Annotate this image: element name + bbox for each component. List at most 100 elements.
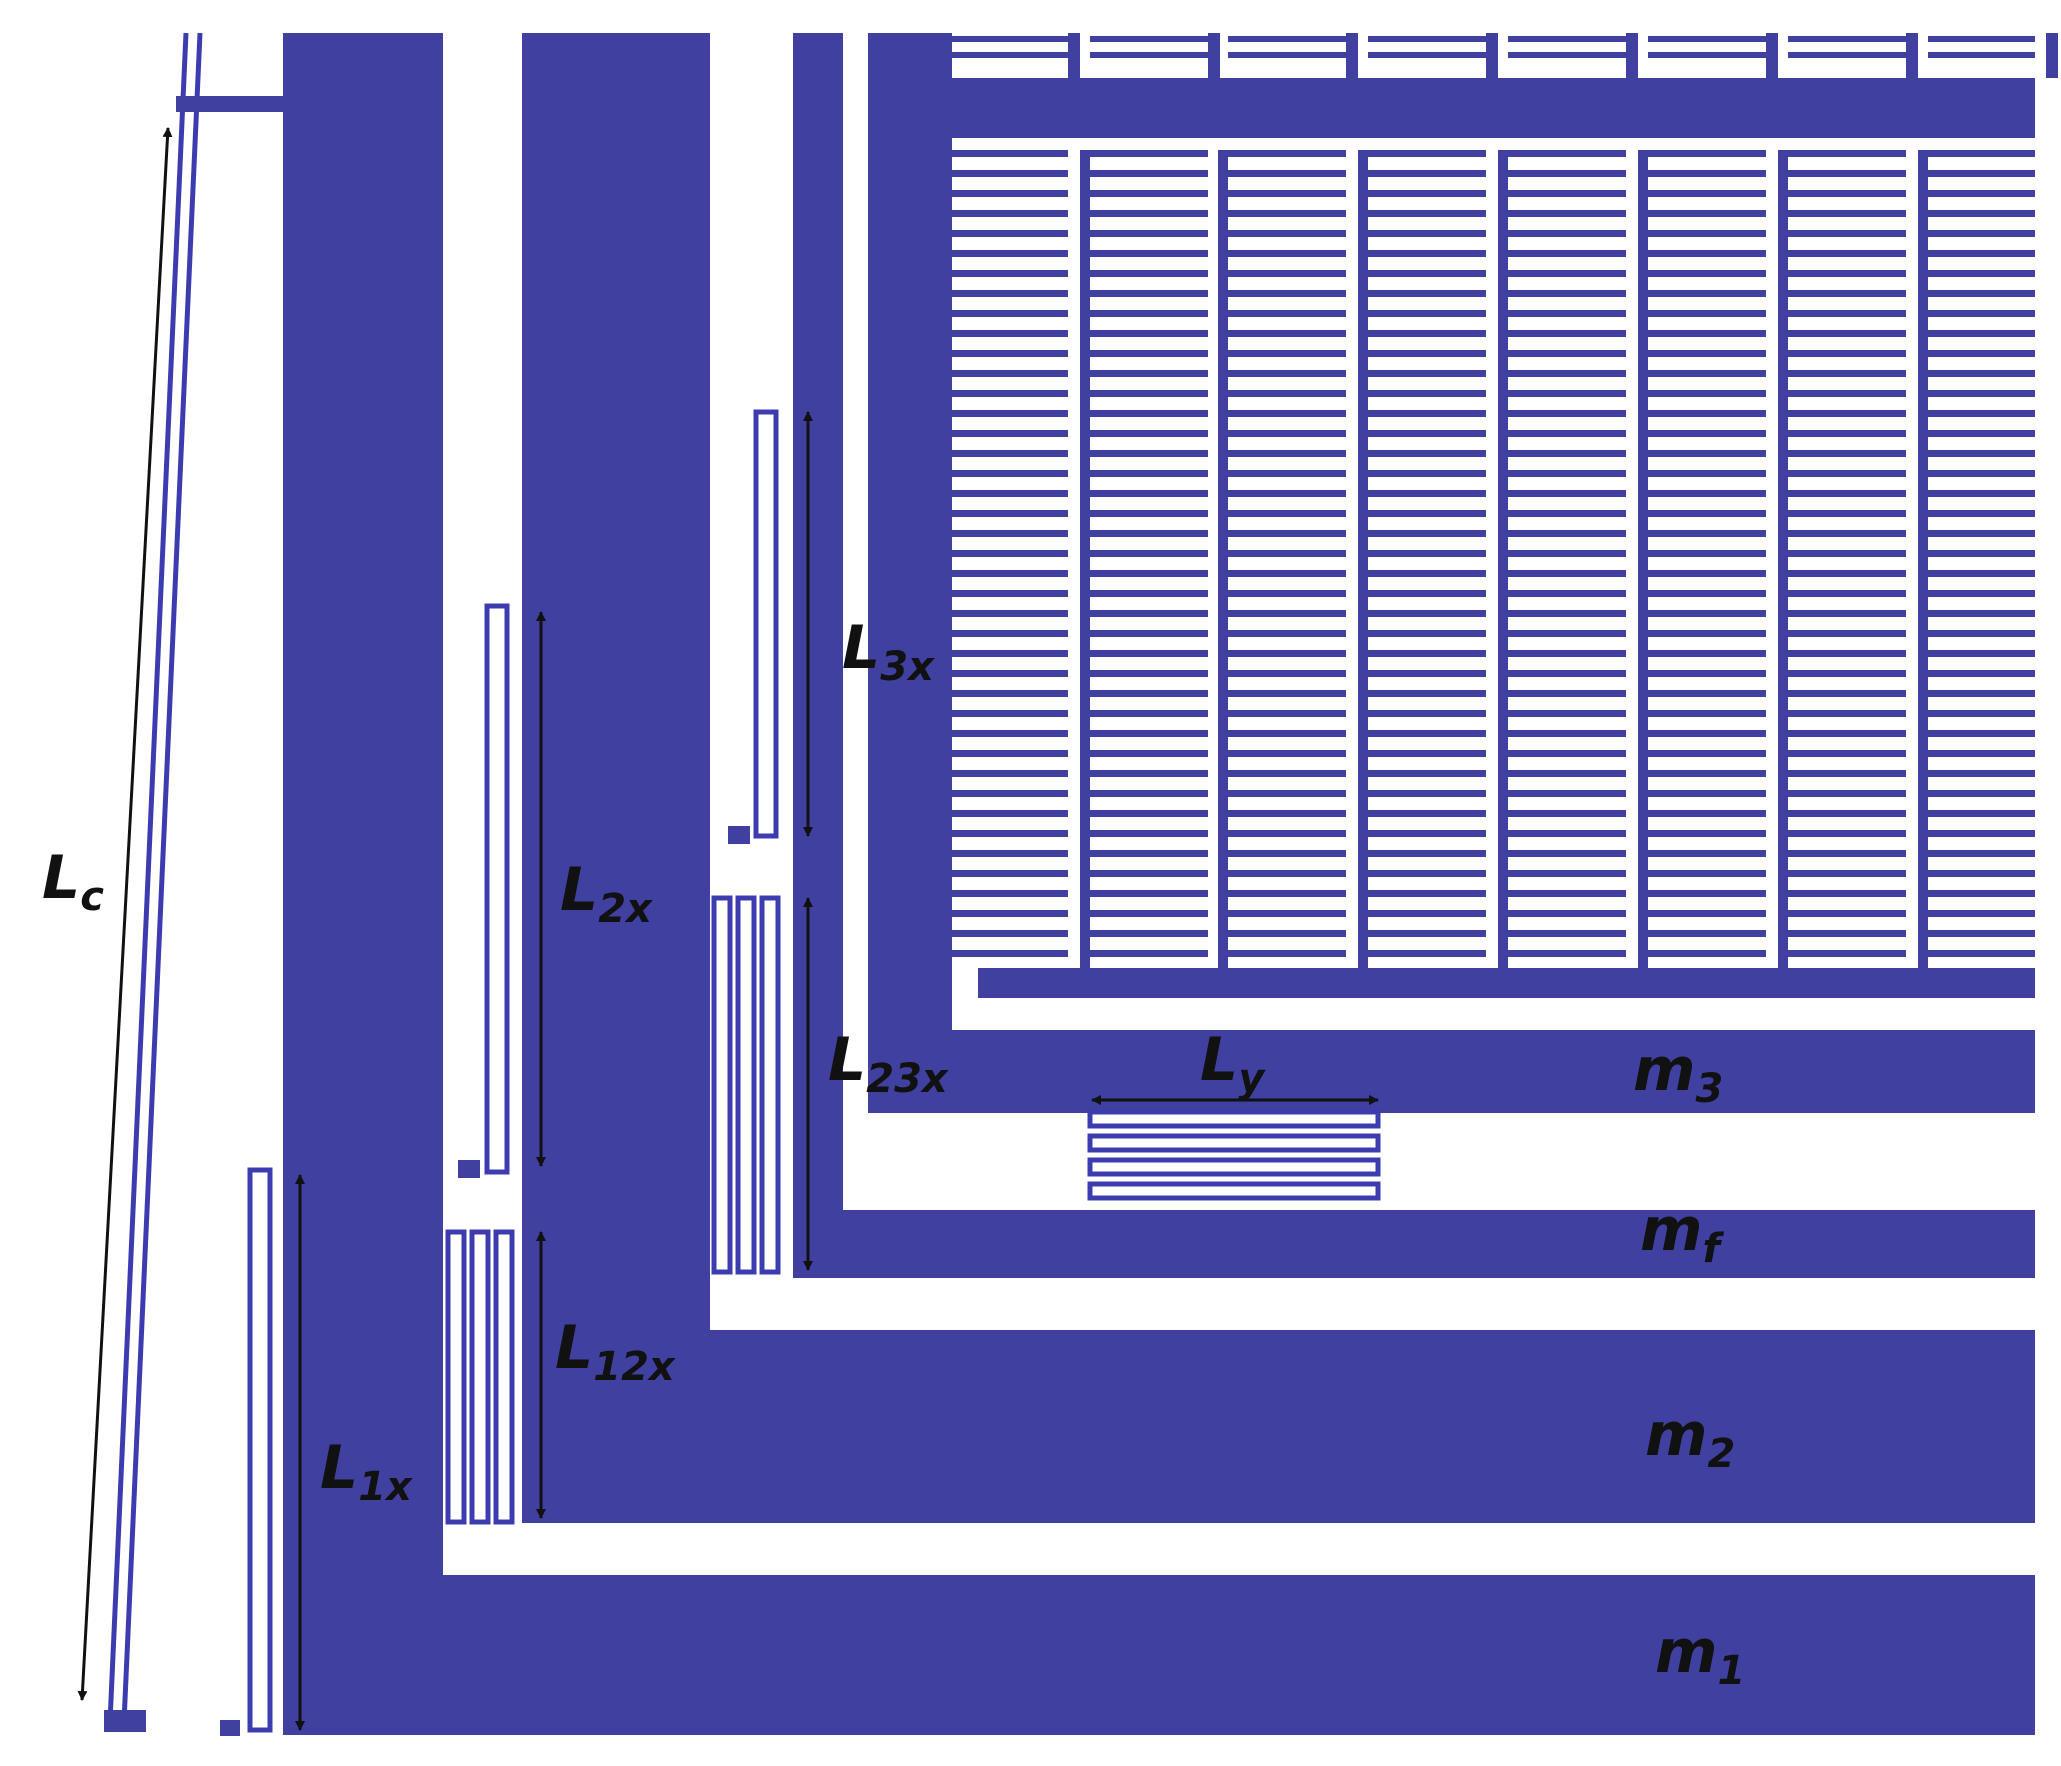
- comb-finger: [1368, 730, 1486, 737]
- comb-finger: [1928, 690, 2035, 697]
- comb-finger: [1928, 330, 2035, 337]
- comb-finger: [1368, 530, 1486, 537]
- comb-finger: [1368, 410, 1486, 417]
- comb-top-bar: [1928, 36, 2035, 42]
- spring-L1x-anchor: [220, 1720, 240, 1736]
- spring-L12x-fold: [445, 1229, 467, 1525]
- comb-finger: [1228, 210, 1346, 217]
- comb-finger: [1648, 250, 1766, 257]
- comb-finger: [1228, 850, 1346, 857]
- comb-finger: [950, 830, 1068, 837]
- comb-finger: [1788, 530, 1906, 537]
- comb-finger: [1648, 230, 1766, 237]
- comb-finger: [1928, 470, 2035, 477]
- comb-finger: [1228, 710, 1346, 717]
- comb-finger: [950, 230, 1068, 237]
- comb-top-bar: [1228, 36, 1346, 42]
- spring-L3x-anchor: [728, 826, 750, 844]
- comb-finger: [950, 350, 1068, 357]
- mass-m2: [522, 33, 2035, 1523]
- comb-top-bar: [950, 52, 1068, 58]
- comb-finger: [1648, 610, 1766, 617]
- comb-finger: [1508, 250, 1626, 257]
- comb-finger: [1508, 630, 1626, 637]
- spring-L23x-fold: [759, 895, 781, 1275]
- comb-finger: [1648, 950, 1766, 957]
- comb-finger: [1508, 810, 1626, 817]
- comb-finger: [1508, 550, 1626, 557]
- comb-finger: [1788, 370, 1906, 377]
- labels: Lc L1x L12x L2x L23x L3x Ly m3 mf m2 m1: [42, 613, 1745, 1694]
- comb-finger: [1508, 750, 1626, 757]
- comb-top-bar: [1090, 52, 1208, 58]
- comb-finger: [1788, 650, 1906, 657]
- comb-finger: [950, 690, 1068, 697]
- comb-finger: [1090, 770, 1208, 777]
- comb-top-bar: [1090, 36, 1208, 42]
- comb-finger: [1228, 590, 1346, 597]
- comb-finger: [1090, 870, 1208, 877]
- comb-finger: [1368, 910, 1486, 917]
- comb-top-divider: [1626, 33, 1638, 78]
- comb-finger: [1648, 910, 1766, 917]
- comb-finger: [1928, 830, 2035, 837]
- comb-finger: [1090, 930, 1208, 937]
- comb-finger: [1368, 690, 1486, 697]
- label-m3: m3: [1633, 1035, 1723, 1112]
- comb-finger: [1368, 270, 1486, 277]
- comb-finger: [1788, 210, 1906, 217]
- comb-finger: [1090, 450, 1208, 457]
- comb-top-bar: [1928, 52, 2035, 58]
- comb-finger: [1090, 390, 1208, 397]
- comb-finger: [950, 290, 1068, 297]
- spring-Lc-anchor-top: [176, 96, 286, 112]
- comb-finger: [1228, 750, 1346, 757]
- comb-finger: [1090, 890, 1208, 897]
- spring-L2x-anchor: [458, 1160, 480, 1178]
- comb-top-bar: [1368, 36, 1486, 42]
- comb-finger: [1788, 950, 1906, 957]
- comb-finger: [1648, 430, 1766, 437]
- comb-finger: [1090, 530, 1208, 537]
- comb-finger: [1508, 870, 1626, 877]
- label-Lc: Lc: [42, 843, 104, 920]
- comb-finger: [1508, 170, 1626, 177]
- label-mf: mf: [1640, 1195, 1725, 1272]
- comb-finger: [1508, 430, 1626, 437]
- comb-finger: [1788, 310, 1906, 317]
- comb-finger: [1228, 250, 1346, 257]
- comb-finger: [1788, 590, 1906, 597]
- comb-finger: [1368, 870, 1486, 877]
- comb-finger: [1648, 450, 1766, 457]
- comb-finger: [950, 710, 1068, 717]
- comb-finger: [1648, 290, 1766, 297]
- label-L23x: L23x: [828, 1025, 949, 1102]
- comb-finger: [1228, 570, 1346, 577]
- comb-finger: [1228, 290, 1346, 297]
- comb-top-bar: [1788, 52, 1906, 58]
- comb-finger: [950, 150, 1068, 157]
- comb-finger: [1928, 710, 2035, 717]
- comb-finger: [1368, 790, 1486, 797]
- comb-finger: [1648, 390, 1766, 397]
- comb-finger: [1928, 430, 2035, 437]
- comb-finger: [950, 270, 1068, 277]
- comb-finger: [1648, 850, 1766, 857]
- comb-finger: [1788, 190, 1906, 197]
- comb-finger: [1928, 310, 2035, 317]
- comb-finger: [1090, 170, 1208, 177]
- comb-finger: [1788, 850, 1906, 857]
- comb-finger: [1368, 490, 1486, 497]
- comb-top-divider: [1486, 33, 1498, 78]
- comb-finger: [1648, 670, 1766, 677]
- comb-finger: [1648, 890, 1766, 897]
- comb-finger: [1368, 350, 1486, 357]
- comb-finger: [1090, 550, 1208, 557]
- dimension-arrows: [77, 127, 1379, 1731]
- comb-finger: [1788, 390, 1906, 397]
- comb-finger: [1228, 370, 1346, 377]
- comb-finger: [1788, 610, 1906, 617]
- spring-L23x-fold: [735, 895, 757, 1275]
- comb-finger: [1090, 610, 1208, 617]
